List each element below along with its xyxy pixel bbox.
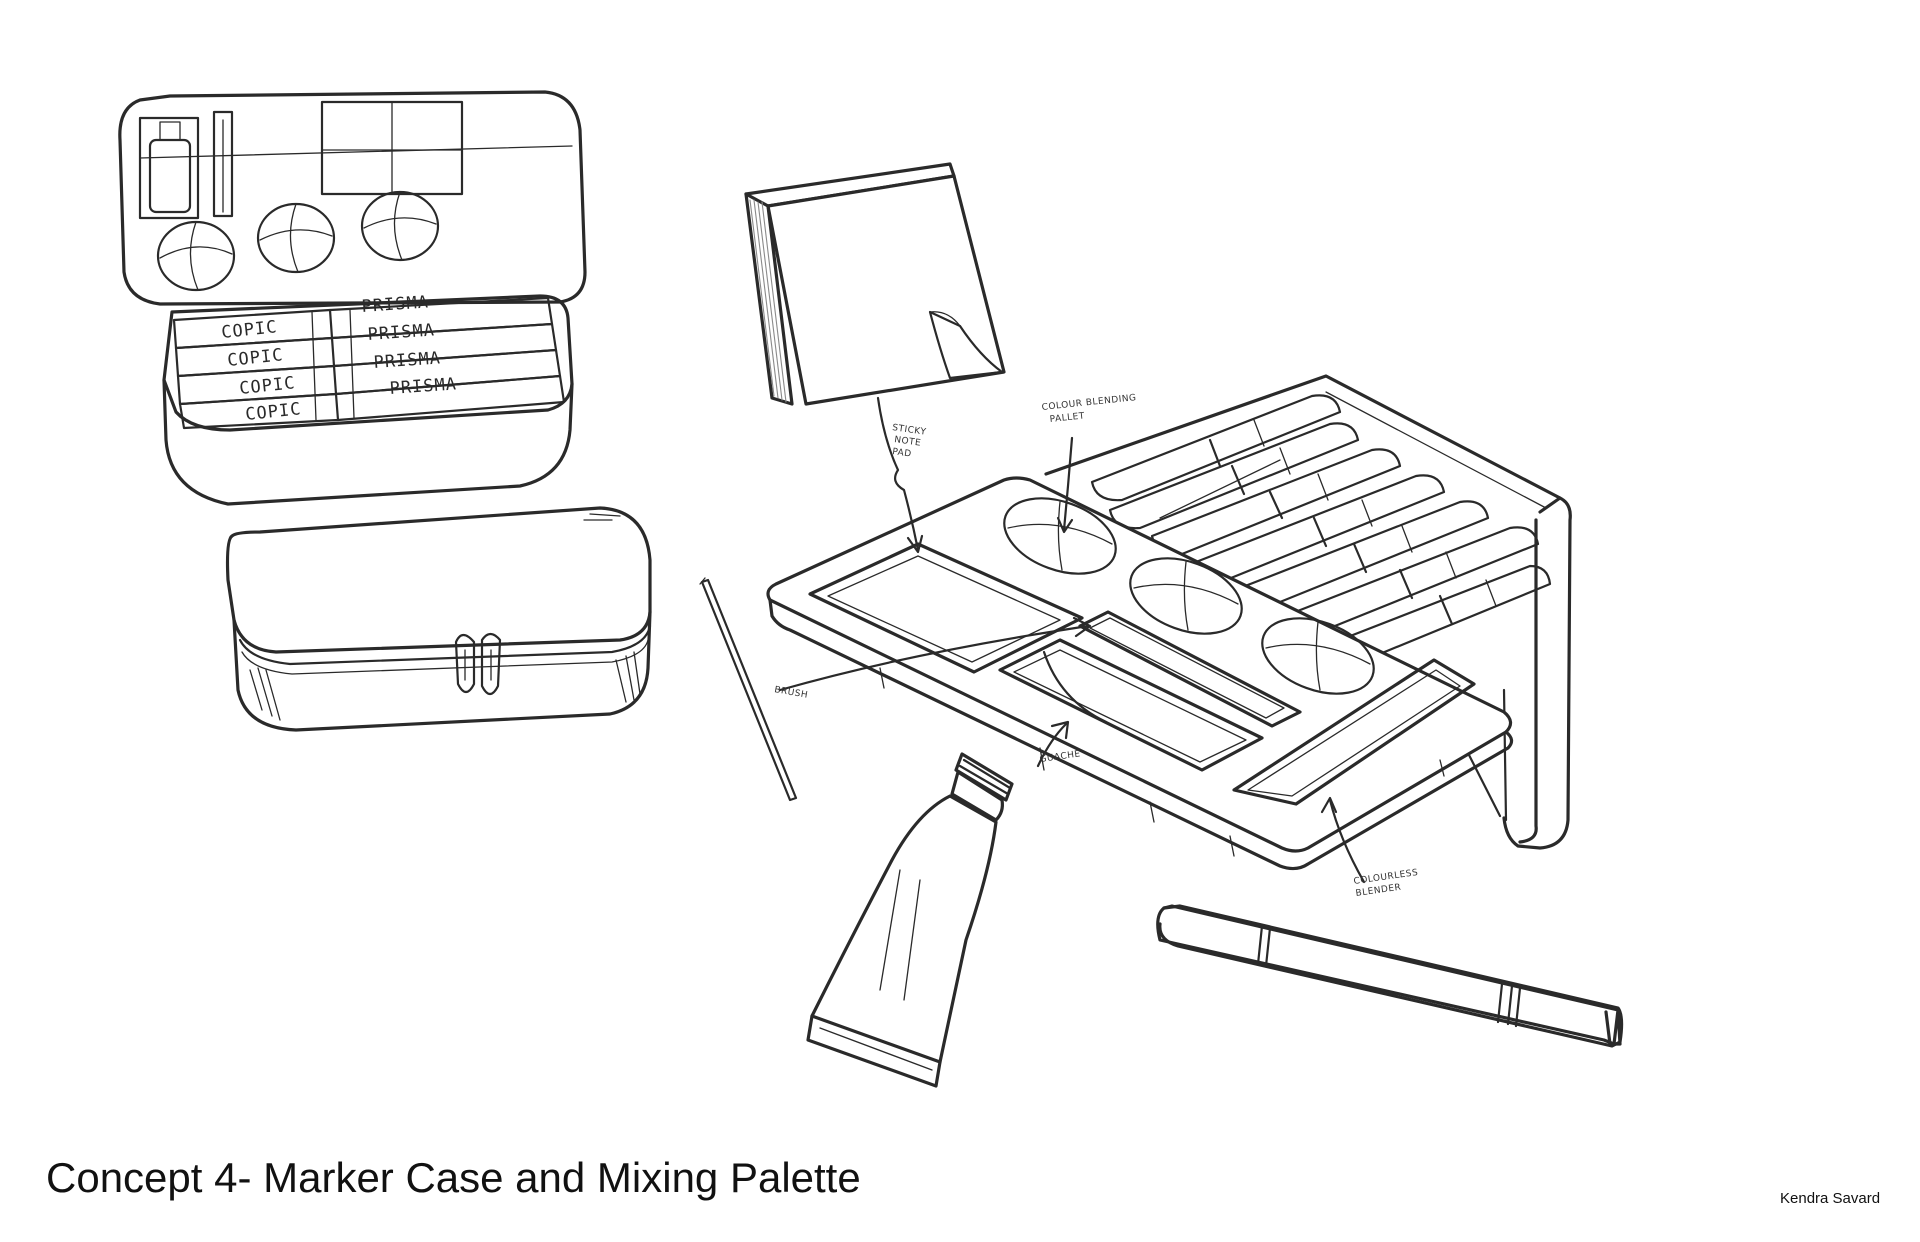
marker-tray — [766, 374, 1572, 871]
prisma-label: PRISMA — [361, 292, 430, 317]
sticky-note-label: STICKY — [892, 423, 927, 438]
sticky-note-pad — [744, 162, 1006, 406]
closed-zipper-case — [225, 506, 652, 732]
copic-label: COPIC — [238, 373, 296, 399]
copic-label: COPIC — [244, 399, 302, 425]
brush-label: BRUSH — [773, 685, 808, 701]
mixing-palette — [766, 459, 1514, 871]
marker-rows — [172, 296, 566, 430]
prisma-label: PRISMA — [373, 348, 442, 373]
copic-label: COPIC — [220, 317, 278, 343]
sticky-note-label: PAD — [892, 447, 913, 460]
prisma-label: PRISMA — [367, 320, 436, 345]
zipper-pull — [454, 632, 502, 696]
brush — [699, 577, 798, 802]
sticky-note-label: NOTE — [894, 435, 922, 449]
colourless-blender-marker — [1156, 904, 1624, 1048]
colour-blending-label: COLOUR BLENDING — [1041, 393, 1137, 413]
annotation-arrows — [778, 396, 1366, 884]
lid-mixing-wells — [156, 190, 440, 292]
author-credit: Kendra Savard — [1780, 1190, 1881, 1207]
colour-blending-label: PALLET — [1049, 411, 1085, 425]
page-title: Concept 4- Marker Case and Mixing Palett… — [46, 1154, 861, 1201]
gouache-tube — [806, 752, 1014, 1088]
copic-label: COPIC — [226, 345, 284, 371]
open-marker-case: COPIC COPIC COPIC COPIC PRISMA PRISMA PR… — [118, 90, 587, 506]
prisma-label: PRISMA — [389, 374, 458, 399]
